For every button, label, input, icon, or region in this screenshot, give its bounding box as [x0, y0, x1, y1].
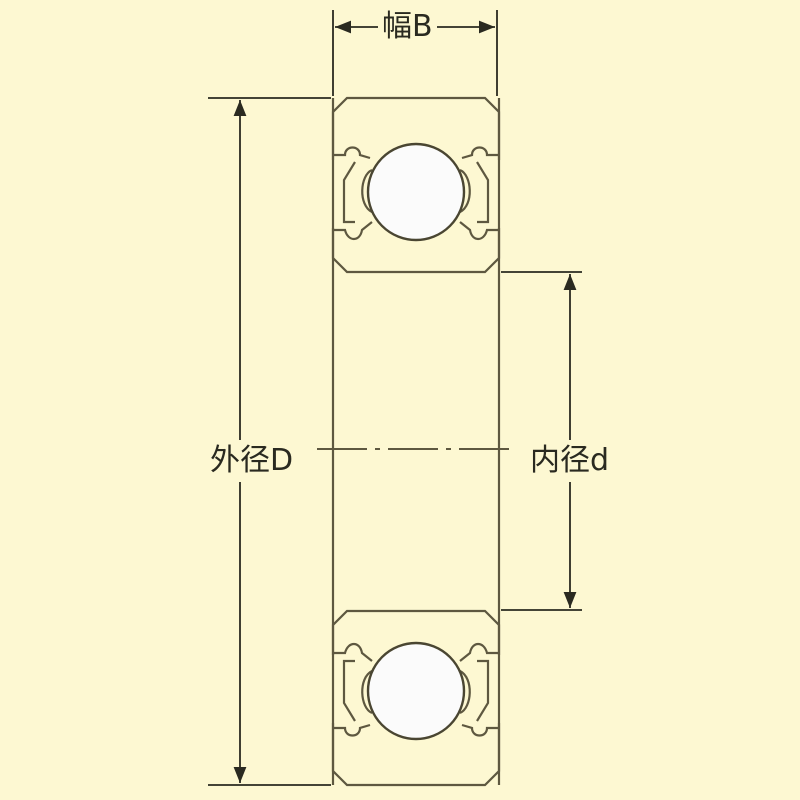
inner-diameter-label: 内径d [528, 440, 612, 482]
bearing-side-walls [331, 98, 501, 785]
upper-ball-assembly [331, 96, 501, 274]
lower-ball-assembly [331, 609, 501, 787]
width-label: 幅B [378, 10, 437, 44]
outer-diameter-label: 外径D [208, 440, 296, 482]
